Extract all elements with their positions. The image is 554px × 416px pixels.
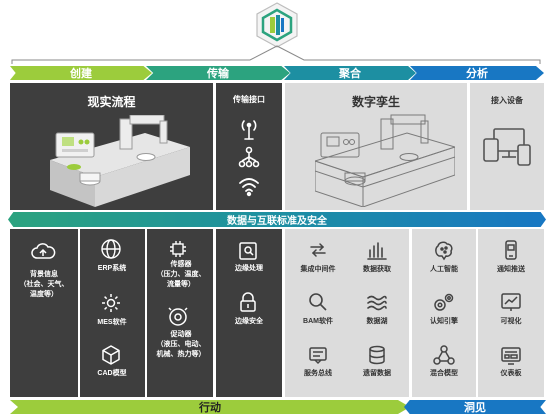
panel-aggregation-tools [285, 229, 409, 397]
stage-aggregate: 聚合 [284, 66, 416, 80]
mes-label: MES软件 [97, 319, 127, 326]
stage-aggregate-label: 聚合 [339, 68, 361, 80]
standards-band: 数据与互联标准及安全 [8, 212, 546, 227]
cloud-icon [30, 239, 56, 265]
ai-label: 人工智能 [430, 266, 458, 273]
bam-label: BAM软件 [303, 318, 333, 325]
bar-chart-icon [366, 239, 388, 261]
antenna-icon [237, 117, 261, 141]
logo-icon [252, 0, 302, 50]
panel-edge [216, 229, 282, 397]
visualization-label: 可视化 [500, 318, 522, 325]
dashboard-icon [500, 344, 522, 366]
panel-analysis-engines [412, 229, 476, 397]
data-acquisition-label: 数据获取 [363, 266, 391, 273]
insight-bar: 洞见 [404, 400, 546, 414]
database-icon [366, 344, 388, 366]
bam-search-icon [307, 291, 329, 313]
panel-digital-twin: 数字孪生 [285, 83, 467, 210]
edge-security-label: 边缘安全 [235, 318, 263, 325]
sensor-label: 传感器 （压力、温度、 流量等） [156, 261, 206, 288]
brain-icon [433, 239, 455, 261]
service-bus-icon [307, 344, 329, 366]
stage-transmit-label: 传输 [207, 68, 229, 80]
middleware-label: 集成中间件 [300, 266, 336, 273]
data-lake-label: 数据湖 [366, 318, 388, 325]
devices-icon [482, 127, 532, 167]
lock-icon [238, 291, 258, 313]
cognitive-engine-label: 认知引擎 [430, 318, 458, 325]
stage-analyze-label: 分析 [466, 68, 488, 80]
panel-access-title: 接入设备 [491, 96, 523, 105]
globe-icon [99, 237, 123, 261]
service-bus-label: 服务总线 [304, 370, 332, 377]
panel-output-channels [478, 229, 544, 397]
panel-transport-title: 传输接口 [233, 95, 265, 104]
cad-label: CAD模型 [97, 370, 127, 377]
panel-background-info [10, 229, 78, 397]
stage-create: 创建 [10, 66, 152, 80]
hybrid-model-label: 混合模型 [430, 370, 458, 377]
factory-machine-illustration [50, 115, 190, 207]
panel-access-device: 接入设备 [470, 83, 544, 210]
insight-label: 洞见 [464, 402, 486, 414]
network-icon [237, 145, 261, 169]
stage-analyze: 分析 [410, 66, 544, 80]
cube-icon [99, 343, 123, 367]
legacy-data-label: 遗留数据 [363, 370, 391, 377]
data-lake-icon [366, 291, 388, 313]
notification-label: 通知推送 [497, 266, 525, 273]
edge-processing-label: 边缘处理 [235, 265, 263, 272]
cognitive-engine-icon [432, 291, 456, 313]
gear-icon [99, 291, 123, 315]
action-label: 行动 [199, 402, 221, 414]
dashboard-label: 仪表板 [500, 370, 522, 377]
chip-icon [168, 239, 188, 259]
hybrid-model-icon [433, 344, 455, 366]
panel-transport: 传输接口 [216, 83, 282, 210]
visualization-icon [500, 291, 522, 313]
actuator-label: 促动器 （液压、电动、 机械、热力等） [156, 331, 206, 358]
standards-band-label: 数据与互联标准及安全 [227, 216, 327, 227]
edge-processing-icon [237, 240, 259, 262]
actuator-icon [167, 306, 189, 328]
wifi-icon [237, 174, 261, 198]
lower-dark-panels [10, 229, 282, 397]
stage-transmit: 传输 [146, 66, 290, 80]
middleware-icon [307, 239, 329, 261]
top-bracket [11, 45, 541, 64]
erp-label: ERP系统 [97, 265, 127, 272]
panel-twin-title: 数字孪生 [351, 95, 400, 109]
panel-reality-title: 现实流程 [87, 95, 136, 109]
stage-create-label: 创建 [70, 68, 92, 80]
panel-reality: 现实流程 [10, 83, 213, 210]
digital-twin-wireframe [315, 114, 455, 207]
phone-notification-icon [500, 239, 522, 261]
background-info-label: 背景信息 （社会、天气、 温度等） [19, 271, 69, 298]
action-bar: 行动 [10, 400, 410, 414]
